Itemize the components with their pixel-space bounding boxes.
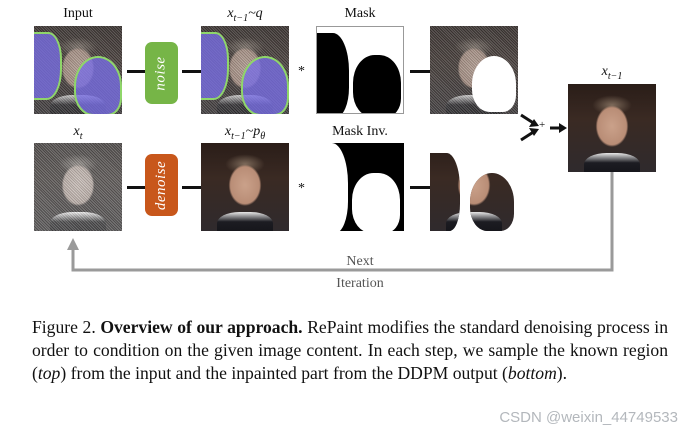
input-label: Input — [63, 6, 93, 21]
denoise-block: denoise — [145, 154, 178, 216]
merge-arrows — [520, 113, 567, 142]
masked-inpainted-image — [430, 143, 518, 231]
xt-image — [34, 143, 122, 231]
mask-image — [316, 26, 404, 114]
mask-inv-image — [316, 143, 404, 231]
mask-label: Mask — [344, 6, 376, 21]
xt1-q-image — [201, 26, 289, 114]
masked-known-image — [430, 26, 518, 114]
xt1-q-label: xt−1~q — [227, 6, 263, 24]
input-image — [34, 26, 122, 114]
xt1-p-image — [201, 143, 289, 231]
xt-label: xt — [73, 124, 83, 142]
xt1-p-label: xt−1~pθ — [224, 124, 266, 142]
next-label: Next — [346, 254, 374, 269]
mask-inv-label: Mask Inv. — [332, 124, 388, 139]
output-label: xt−1 — [601, 64, 623, 82]
noise-block: noise — [145, 42, 178, 104]
watermark: CSDN @weixin_44749533 — [499, 409, 678, 426]
iteration-loop-arrow — [67, 172, 614, 272]
caption-title: Overview of our approach. — [100, 317, 303, 337]
plus-symbol: + — [539, 119, 546, 131]
iteration-label: Iteration — [336, 276, 384, 291]
output-image — [568, 84, 656, 172]
multiply-symbol: * — [298, 181, 305, 196]
multiply-symbol: * — [298, 64, 305, 79]
figure-caption: Figure 2. Overview of our approach. RePa… — [32, 317, 668, 383]
